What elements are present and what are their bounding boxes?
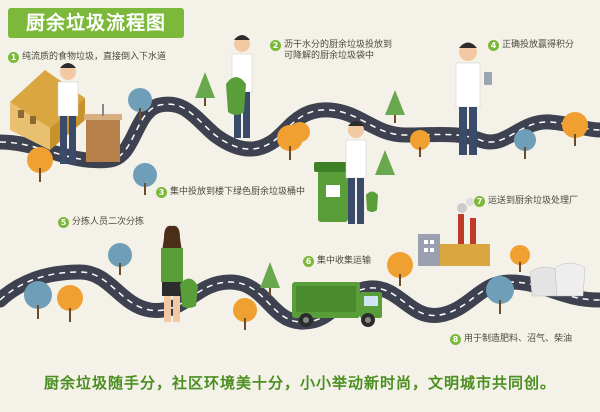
step-number: 6 (303, 256, 314, 267)
step-label: 分拣人员二次分拣 (72, 217, 145, 227)
garbage-bag-icon (226, 77, 246, 115)
person-icon (57, 63, 79, 164)
product-bags-icon (529, 262, 586, 297)
step-number: 7 (474, 196, 485, 207)
step-number: 1 (8, 52, 19, 63)
person-icon (161, 225, 183, 322)
step-number: 3 (156, 187, 167, 198)
step-label: 正确投放赢得积分 (502, 40, 575, 50)
title-banner: 厨余垃圾流程图 (8, 8, 184, 38)
step-label: 集中投放到楼下绿色厨余垃圾桶中 (170, 187, 306, 197)
tree-icon (17, 72, 588, 330)
step-number: 8 (450, 334, 461, 345)
factory-icon (418, 198, 490, 266)
garbage-bag-icon (180, 278, 198, 308)
person-icon (455, 42, 481, 155)
step-label-line-2: 可降解的厨余垃圾袋中 (284, 51, 375, 61)
sink-icon (84, 104, 122, 162)
step-label: 集中收集运输 (317, 256, 372, 266)
step-number: 2 (270, 40, 281, 51)
step-number: 4 (488, 40, 499, 51)
step-label: 沥干水分的厨余垃圾投放到 (284, 40, 393, 50)
step-label: 运送到厨余垃圾处理厂 (488, 196, 579, 206)
trash-bin-icon (314, 162, 352, 222)
step-label: 纯流质的食物垃圾，直接倒入下水道 (22, 52, 167, 62)
road-top (0, 96, 600, 169)
page-title: 厨余垃圾流程图 (25, 12, 166, 34)
person-icon (345, 121, 378, 224)
phone-icon (484, 72, 492, 85)
truck-icon (292, 282, 382, 327)
slogan: 厨余垃圾随手分，社区环境美十分，小小举动新时尚，文明城市共同创。 (43, 374, 556, 392)
step-number: 5 (58, 217, 69, 228)
step-label: 用于制造肥料、沼气、柴油 (464, 334, 573, 344)
